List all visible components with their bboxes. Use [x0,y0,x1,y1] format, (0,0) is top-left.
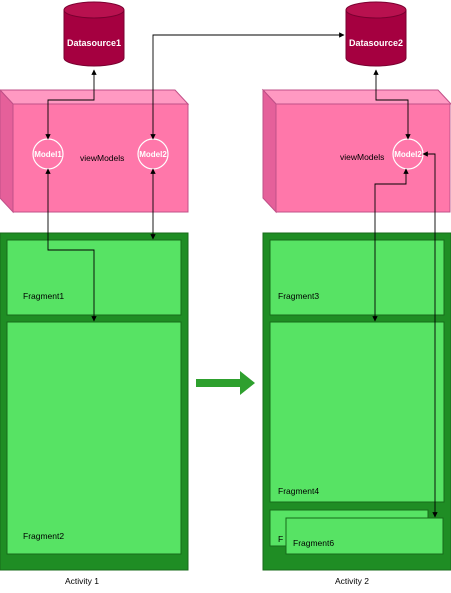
datasource2-label: Datasource2 [349,38,403,48]
connectors [45,32,438,518]
model2-left-circle: Model2 [137,138,169,170]
fragment3-box [269,239,445,316]
model2-right-circle: Model2 [392,138,424,170]
model1-label: Model1 [34,150,62,159]
model1-circle: Model1 [32,138,64,170]
model2-ds2-connector [150,32,345,140]
fragment4-label: Fragment4 [278,486,319,496]
model2-fragment4-connector [372,168,409,322]
left-viewmodels-label: viewModels [80,153,124,163]
ds2-model2-right-connector [373,69,411,140]
transition-arrow [196,371,255,395]
fragment5-partial-label: F [278,534,283,544]
fragment2-label: Fragment2 [23,531,64,541]
datasource1-label: Datasource1 [67,38,121,48]
fragment6-box [285,517,444,555]
model2-fragment6-connector [422,151,438,518]
datasource1-cylinder: Datasource1 [63,1,125,67]
fragment6-label: Fragment6 [293,538,334,548]
model2-left-label: Model2 [139,150,167,159]
activity2-label: Activity 2 [335,576,369,586]
model2-right-label: Model2 [394,150,422,159]
ds1-model1-connector [45,69,97,140]
fragment1-label: Fragment1 [23,291,64,301]
activity1-label: Activity 1 [65,576,99,586]
fragment3-label: Fragment3 [278,291,319,301]
fragment2-box [6,321,182,555]
right-viewmodels-label: viewModels [340,152,384,162]
model1-fragment2-connector [45,168,97,322]
fragment4-box [269,321,445,503]
datasource2-cylinder: Datasource2 [345,1,407,67]
